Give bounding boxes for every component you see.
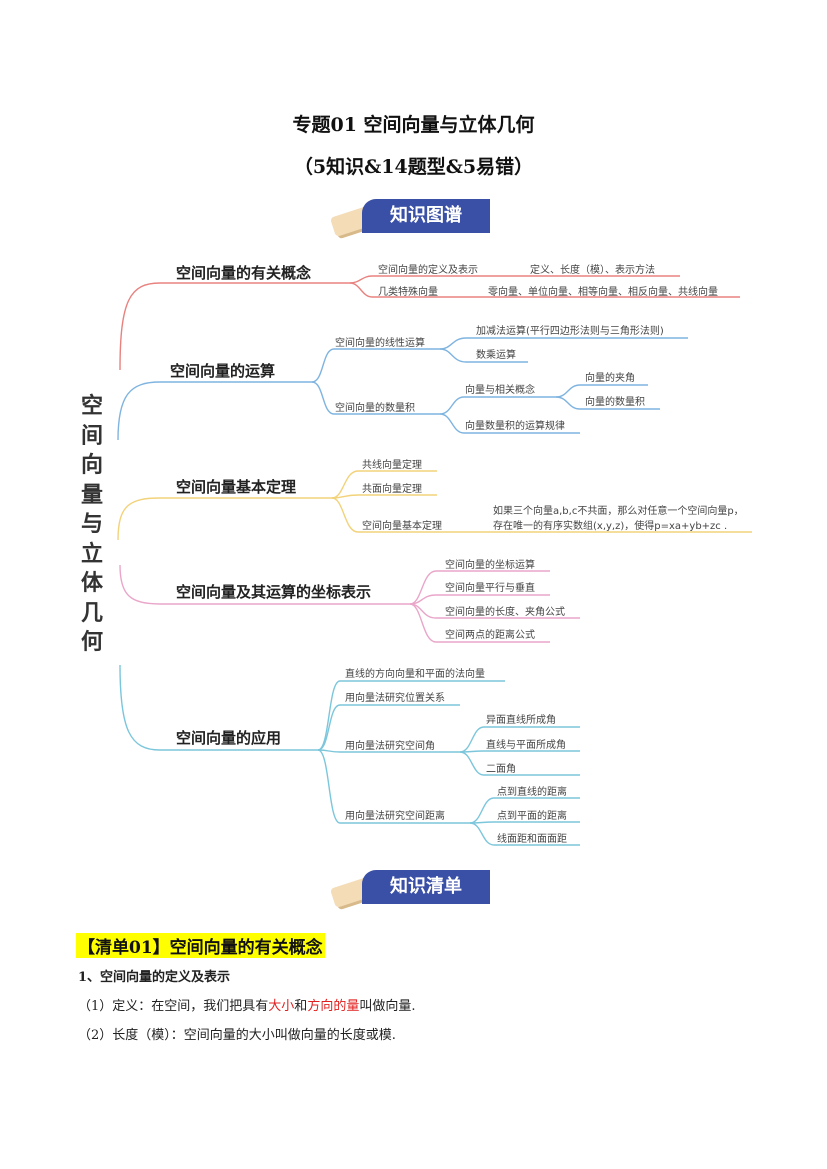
node: 存在唯一的有序实数组(x,y,z)，使得p=xa+yb+zc .	[493, 521, 728, 532]
branch-5-lines	[119, 664, 580, 846]
branch-1-lines	[119, 275, 740, 371]
node: 向量的数量积	[585, 397, 645, 408]
node: 空间向量的坐标运算	[445, 560, 535, 571]
branch-2-lines	[117, 337, 688, 441]
text: 和	[294, 999, 308, 1014]
node: 二面角	[486, 764, 516, 775]
node: 点到平面的距离	[497, 811, 567, 822]
node: 空间向量平行与垂直	[445, 583, 535, 594]
node: 空间向量的定义及表示	[378, 265, 478, 276]
paragraph: （1）定义：在空间，我们把具有大小和方向的量叫做向量.	[78, 995, 415, 1014]
text: 叫做向量.	[359, 999, 416, 1014]
branch-4-lines	[119, 564, 580, 643]
node: 空间两点的距离公式	[445, 630, 535, 641]
node: 空间向量的线性运算	[335, 338, 425, 349]
node: 直线的方向向量和平面的法向量	[345, 669, 485, 680]
branch-3-label: 空间向量基本定理	[176, 478, 297, 496]
node: 如果三个向量a,b,c不共面，那么对任意一个空间向量p，	[493, 506, 744, 517]
node: 数乘运算	[476, 350, 516, 361]
node: 向量与相关概念	[465, 385, 535, 396]
branch-4-label: 空间向量及其运算的坐标表示	[176, 583, 372, 601]
branch-2-label: 空间向量的运算	[170, 362, 276, 380]
paragraph: （2）长度（模）：空间向量的大小叫做向量的长度或模.	[78, 1028, 396, 1043]
subheading: 1、空间向量的定义及表示	[78, 970, 231, 985]
node: 几类特殊向量	[378, 287, 438, 298]
node: 用向量法研究空间角	[345, 741, 435, 752]
node: 用向量法研究空间距离	[345, 811, 445, 822]
mindmap-lines	[117, 275, 752, 846]
node: 向量的夹角	[585, 373, 635, 384]
section-heading: 【清单01】空间向量的有关概念	[76, 933, 325, 958]
text: （1）定义：在空间，我们把具有	[78, 999, 269, 1014]
page-title: 专题01 空间向量与立体几何	[292, 114, 535, 136]
page-subtitle: （5知识&14题型&5易错）	[293, 156, 534, 178]
highlight-text: 方向的量	[307, 999, 360, 1014]
node: 空间向量的长度、夹角公式	[445, 607, 565, 618]
node: 向量数量积的运算规律	[465, 421, 565, 432]
node: 点到直线的距离	[497, 787, 567, 798]
node: 定义、长度（模）、表示方法	[530, 265, 655, 276]
node: 空间向量的数量积	[335, 403, 415, 414]
branch-1-label: 空间向量的有关概念	[176, 264, 312, 282]
node: 异面直线所成角	[486, 715, 556, 726]
mindmap-root: 空间向量与立体几何	[80, 394, 103, 655]
branch-3-lines	[117, 470, 752, 541]
node: 空间向量基本定理	[362, 521, 442, 532]
banner-knowledge-map: 知识图谱	[329, 197, 492, 237]
banner-label: 知识图谱	[362, 199, 490, 233]
node: 零向量、单位向量、相等向量、相反向量、共线向量	[488, 287, 718, 298]
node: 加减法运算(平行四边形法则与三角形法则)	[476, 326, 664, 337]
branch-5-label: 空间向量的应用	[176, 729, 282, 747]
node: 线面距和面面距	[497, 834, 567, 845]
node: 直线与平面所成角	[486, 740, 566, 751]
node: 共线向量定理	[362, 460, 422, 471]
highlight-text: 大小	[268, 999, 295, 1014]
node: 共面向量定理	[362, 484, 422, 495]
node: 用向量法研究位置关系	[345, 693, 445, 704]
banner-label: 知识清单	[362, 870, 490, 904]
banner-knowledge-list: 知识清单	[329, 868, 492, 908]
